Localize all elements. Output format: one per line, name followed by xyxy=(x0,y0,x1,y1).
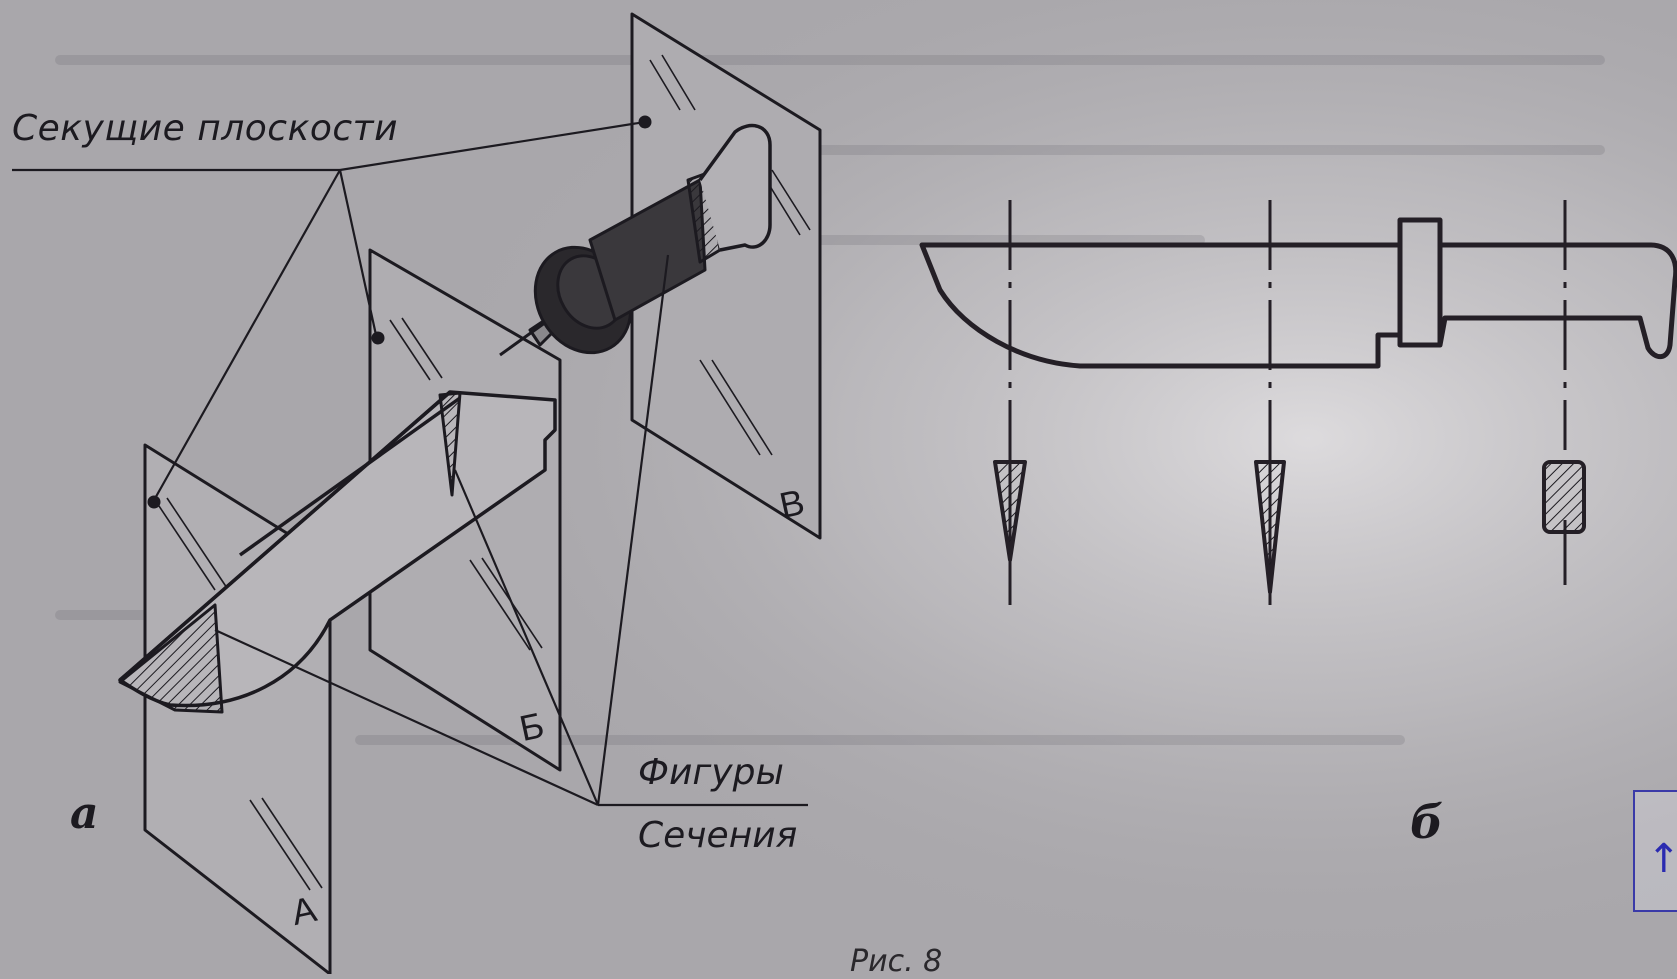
section-a-triangle xyxy=(118,603,224,714)
leader-lines-planes xyxy=(12,120,646,503)
section-shape-3 xyxy=(1542,460,1586,534)
plane-a-hatch xyxy=(154,497,323,891)
plane-b-hatch xyxy=(389,317,543,651)
up-arrow-icon: ↑ xyxy=(1647,836,1677,882)
label-figure-b: б xyxy=(1410,795,1444,849)
leader-lines-figures xyxy=(214,254,808,807)
figure-b-knife-drawing xyxy=(919,200,1677,605)
label-cutting-planes: Секущие плоскости xyxy=(12,108,399,149)
plane-v-hatch xyxy=(649,54,811,456)
figure-caption: Рис. 8 xyxy=(850,944,943,979)
page-nav-button[interactable]: ↑ xyxy=(1633,790,1677,912)
figure-a-knife-isometric xyxy=(12,12,822,974)
label-figure-a: а xyxy=(70,788,99,839)
section-shape-2 xyxy=(1254,460,1286,594)
knife-handle xyxy=(588,178,707,322)
label-figures: Фигуры xyxy=(638,752,784,793)
label-sections: Сечения xyxy=(638,815,798,856)
knife-outline xyxy=(919,217,1677,369)
section-shape-1 xyxy=(993,460,1027,562)
section-b-triangle xyxy=(438,391,462,497)
